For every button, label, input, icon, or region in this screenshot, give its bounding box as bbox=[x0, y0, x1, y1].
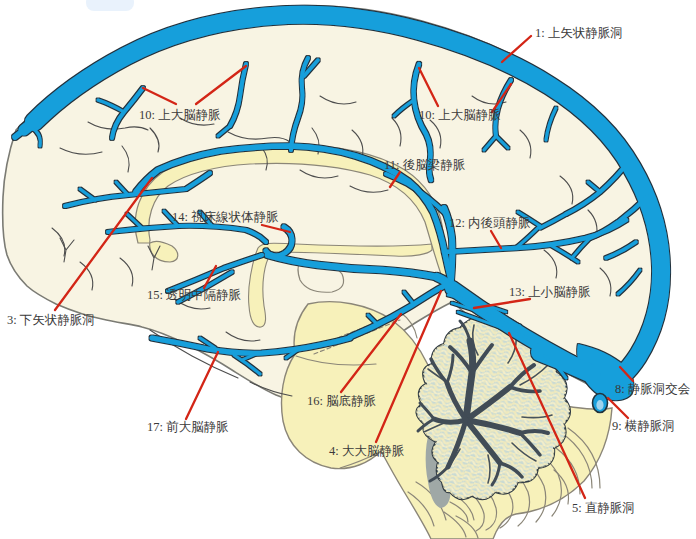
cropped-ui-capsule bbox=[86, 0, 134, 11]
label-13-superior-cerebellar-vein: 13: 上小脳静脈 bbox=[509, 285, 591, 299]
label-10-superior-cerebral-veins-right: 10: 上大脳静脈 bbox=[419, 108, 501, 122]
label-11-posterior-pericallosal-vein: 11: 後脳梁静脈 bbox=[384, 158, 466, 172]
label-14-thalamostriate-vein: 14: 視床線状体静脈 bbox=[172, 210, 279, 224]
label-16-basal-vein: 16: 脳底静脈 bbox=[307, 394, 377, 408]
label-5-straight-sinus: 5: 直静脈洞 bbox=[572, 501, 635, 515]
label-12-internal-occipital-vein: 12: 内後頭静脈 bbox=[449, 216, 531, 230]
label-1-superior-sagittal-sinus: 1: 上矢状静脈洞 bbox=[535, 26, 623, 40]
transverse-sinus-lumen bbox=[596, 400, 603, 410]
label-10-superior-cerebral-veins-left: 10: 上大脳静脈 bbox=[139, 108, 221, 122]
label-17-anterior-cerebral-vein: 17: 前大脳静脈 bbox=[147, 420, 229, 434]
label-4-great-cerebral-vein: 4: 大大脳静脈 bbox=[329, 444, 405, 458]
label-3-inferior-sagittal-sinus: 3: 下矢状静脈洞 bbox=[7, 313, 95, 327]
label-8-confluence-of-sinuses: 8: 静脈洞交会 bbox=[615, 382, 690, 396]
label-15-septum-pellucidum-vein: 15: 透明中隔静脈 bbox=[147, 288, 242, 302]
label-9-transverse-sinus: 9: 横静脈洞 bbox=[612, 419, 675, 433]
